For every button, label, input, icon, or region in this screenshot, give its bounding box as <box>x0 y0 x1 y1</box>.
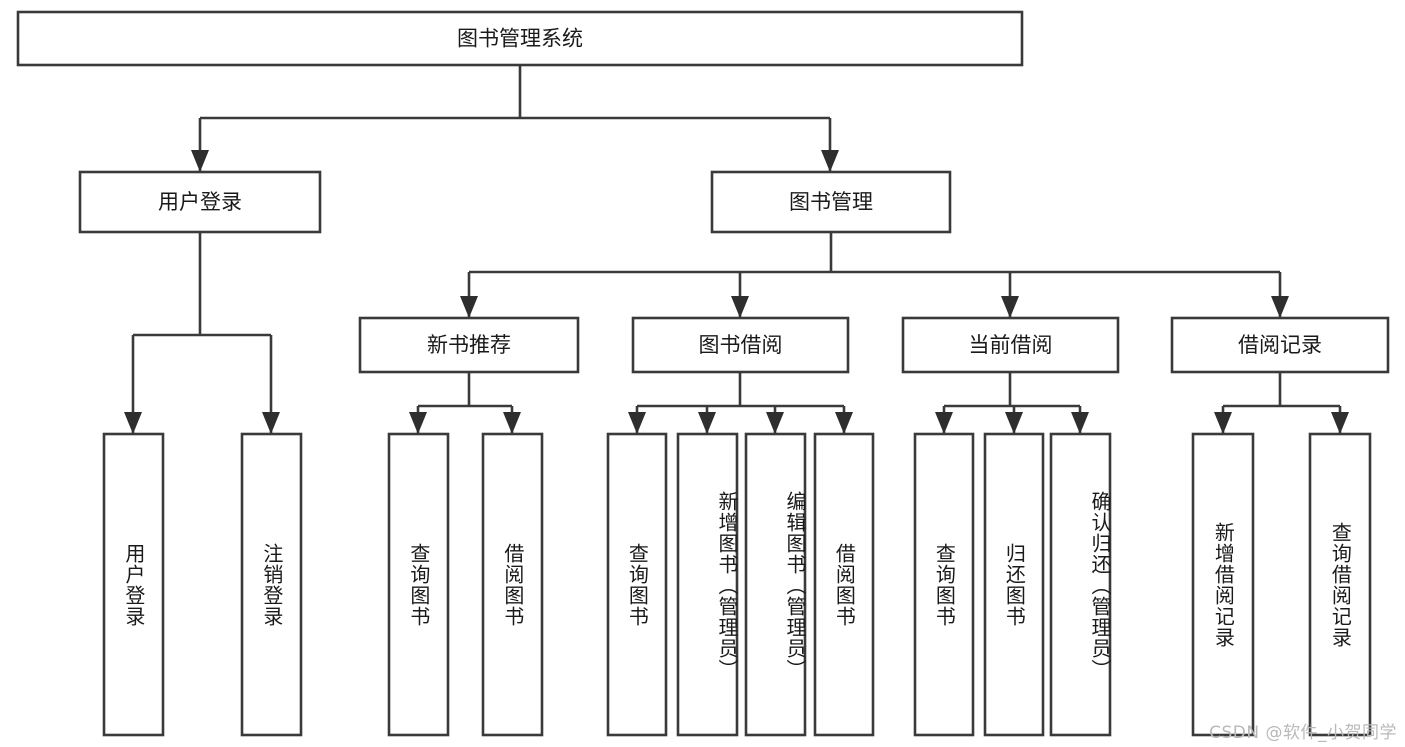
arrow-head-icon <box>409 412 427 434</box>
node-label-current-borrow: 当前借阅 <box>969 333 1053 357</box>
node-label-book-borrow: 图书借阅 <box>699 333 783 357</box>
node-box-current-borrow[interactable] <box>901 316 1120 374</box>
node-box-leaf-edit-book[interactable] <box>744 432 807 737</box>
node-leaf-confirm-return[interactable] <box>1049 432 1112 737</box>
node-box-leaf-query-book-2[interactable] <box>606 432 668 737</box>
arrow-head-icon <box>1331 412 1349 434</box>
node-label-borrow-record: 借阅记录 <box>1238 333 1322 357</box>
arrow-head-icon <box>1214 412 1232 434</box>
node-box-leaf-borrow-book-2[interactable] <box>813 432 875 737</box>
node-leaf-borrow-book-2[interactable] <box>813 432 875 737</box>
node-label-user-login: 用户登录 <box>158 190 242 214</box>
arrow-head-icon <box>698 412 716 434</box>
node-box-leaf-return-book[interactable] <box>983 432 1045 737</box>
watermark-text: CSDN @软件_小贺同学 <box>1209 723 1397 743</box>
node-box-leaf-query-book-1[interactable] <box>387 432 450 737</box>
connector-conn-userlogin-leaves <box>124 232 280 434</box>
node-leaf-query-book-2[interactable] <box>606 432 668 737</box>
connector-conn-borrowrecord-leaves <box>1214 372 1349 434</box>
node-leaf-add-book[interactable] <box>676 432 739 737</box>
node-label-root: 图书管理系统 <box>457 27 583 51</box>
node-root[interactable] <box>16 10 1024 67</box>
node-book-borrow[interactable] <box>631 316 850 374</box>
arrow-head-icon <box>1001 296 1019 318</box>
node-box-new-book-rec[interactable] <box>358 316 580 374</box>
arrow-head-icon <box>1071 412 1089 434</box>
node-box-user-login[interactable] <box>78 170 322 234</box>
node-box-borrow-record[interactable] <box>1170 316 1390 374</box>
node-box-book-manage[interactable] <box>710 170 952 234</box>
connector-conn-currentborrow-leaves <box>935 372 1089 434</box>
arrow-head-icon <box>835 412 853 434</box>
arrow-head-icon <box>503 412 521 434</box>
node-leaf-return-book[interactable] <box>983 432 1045 737</box>
node-box-leaf-add-record[interactable] <box>1191 432 1255 737</box>
arrow-head-icon <box>262 412 280 434</box>
arrow-head-icon <box>935 412 953 434</box>
arrow-head-icon <box>1005 412 1023 434</box>
node-box-leaf-query-book-3[interactable] <box>913 432 975 737</box>
node-borrow-record[interactable] <box>1170 316 1390 374</box>
node-box-leaf-confirm-return[interactable] <box>1049 432 1112 737</box>
arrow-head-icon <box>766 412 784 434</box>
node-user-login[interactable] <box>78 170 322 234</box>
node-leaf-add-record[interactable] <box>1191 432 1255 737</box>
arrow-head-icon <box>821 150 839 172</box>
node-leaf-query-book-1[interactable] <box>387 432 450 737</box>
node-current-borrow[interactable] <box>901 316 1120 374</box>
node-box-leaf-query-record[interactable] <box>1308 432 1372 737</box>
node-box-root[interactable] <box>16 10 1024 67</box>
arrow-head-icon <box>1271 296 1289 318</box>
arrow-head-icon <box>731 296 749 318</box>
node-leaf-user-login[interactable] <box>102 432 165 737</box>
node-label-book-manage: 图书管理 <box>789 190 873 214</box>
connector-conn-bookmanage-level3 <box>460 232 1289 318</box>
node-box-leaf-logout[interactable] <box>240 432 303 737</box>
connector-conn-root-level2 <box>191 65 839 172</box>
node-leaf-edit-book[interactable] <box>744 432 807 737</box>
node-leaf-query-book-3[interactable] <box>913 432 975 737</box>
connector-conn-bookborrow-leaves <box>628 372 853 434</box>
connector-conn-newbook-leaves <box>409 372 521 434</box>
node-leaf-logout[interactable] <box>240 432 303 737</box>
node-box-book-borrow[interactable] <box>631 316 850 374</box>
node-box-leaf-add-book[interactable] <box>676 432 739 737</box>
node-leaf-borrow-book-1[interactable] <box>481 432 544 737</box>
node-box-leaf-borrow-book-1[interactable] <box>481 432 544 737</box>
node-new-book-rec[interactable] <box>358 316 580 374</box>
node-leaf-query-record[interactable] <box>1308 432 1372 737</box>
node-box-leaf-user-login[interactable] <box>102 432 165 737</box>
arrow-head-icon <box>628 412 646 434</box>
node-book-manage[interactable] <box>710 170 952 234</box>
arrow-head-icon <box>460 296 478 318</box>
node-label-new-book-rec: 新书推荐 <box>427 333 511 357</box>
arrow-head-icon <box>191 150 209 172</box>
arrow-head-icon <box>124 412 142 434</box>
